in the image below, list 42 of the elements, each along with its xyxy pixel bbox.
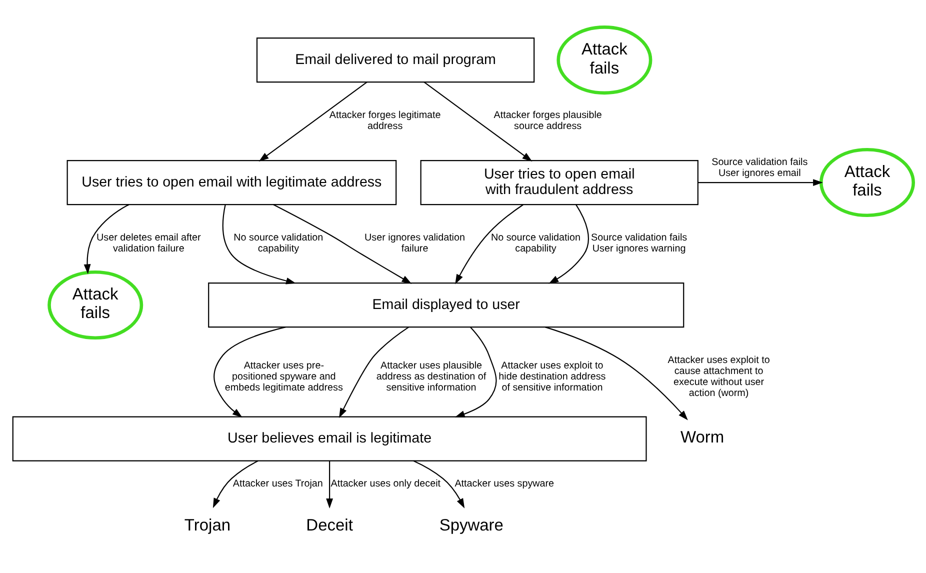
arrow [424, 81, 532, 161]
arrow [84, 204, 130, 274]
arrow [214, 326, 286, 418]
edge-label: Attacker uses plausible address as destination of sensitive information [376, 360, 486, 394]
node-text: Spyware [439, 516, 504, 534]
edge-label: Attacker forges legitimate address [329, 110, 441, 132]
node-ellipse: Attack fails [819, 148, 915, 217]
edge-label: Attacker uses only deceit [330, 478, 441, 489]
arrow [258, 81, 368, 161]
arrow [326, 460, 334, 508]
node-box: User tries to open email with fraudulent address [420, 160, 698, 205]
edge-label: Attacker forges plausible source address [494, 110, 602, 132]
edge-label: Attacker uses spyware [454, 478, 554, 489]
edge-label: Attacker uses Trojan [232, 478, 323, 489]
node-text: Trojan [184, 516, 231, 534]
edge-label: Attacker uses exploit to hide destination address of sensitive information [498, 360, 606, 394]
node-box: Email delivered to mail program [256, 37, 535, 82]
arrow [273, 204, 412, 284]
edge-label: Attacker uses pre-positioned spyware and embeds legitimate address [224, 360, 343, 394]
edge-label: No source validation capability [234, 232, 324, 254]
arrow [212, 460, 258, 508]
edge-label: Source validation fails User ignores warning [591, 232, 688, 254]
edge-label: No source validation capability [490, 232, 580, 254]
edge-label: User ignores validation failure [364, 232, 465, 254]
arrow [454, 326, 497, 417]
arrow [698, 178, 823, 186]
arrow [222, 204, 296, 284]
node-box: User believes email is legitimate [12, 416, 647, 461]
node-text: Worm [680, 428, 724, 446]
node-ellipse: Attack fails [48, 270, 144, 340]
arrow [548, 204, 589, 284]
node-text: Deceit [306, 516, 353, 534]
edge-label: Source validation fails User ignores email [712, 156, 808, 179]
arrow [544, 326, 688, 420]
node-box: Email displayed to user [208, 282, 684, 328]
node-ellipse: Attack fails [556, 25, 652, 94]
arrow [455, 204, 524, 284]
node-box: User tries to open email with legitimate address [66, 160, 397, 205]
edge-label: Attacker uses exploit to cause attachment to execute without user action (worm) [668, 354, 770, 399]
arrow [413, 460, 465, 508]
arrow [339, 326, 409, 418]
edge-label: User deletes email after validation failure [96, 232, 201, 254]
